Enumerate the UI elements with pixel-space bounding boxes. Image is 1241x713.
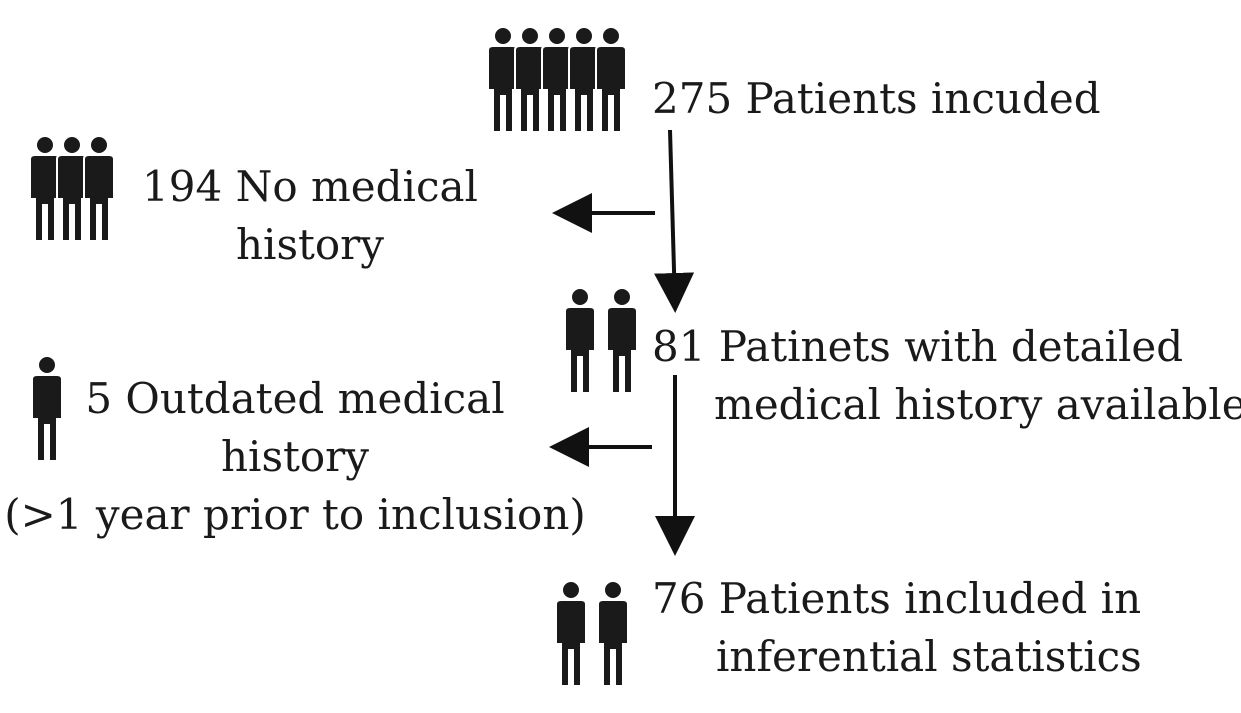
person-icon bbox=[31, 355, 63, 462]
person-group-icon bbox=[564, 287, 638, 394]
node-detailed-line2: medical history available bbox=[714, 380, 1241, 429]
node-no-history: 194 No medical history bbox=[120, 158, 500, 274]
node-no-history-line2: history bbox=[235, 220, 384, 269]
node-no-history-line1: 194 No medical bbox=[142, 162, 478, 211]
person-group-icon bbox=[555, 580, 629, 687]
node-outdated: 5 Outdated medical history (>1 year prio… bbox=[0, 370, 590, 544]
person-group-icon bbox=[29, 135, 115, 242]
node-outdated-line2: history bbox=[220, 432, 369, 481]
arrow-down-1 bbox=[654, 129, 695, 313]
node-detailed-line1: 81 Patinets with detailed bbox=[652, 322, 1184, 371]
node-detailed: 81 Patinets with detailed medical histor… bbox=[652, 318, 1241, 434]
node-outdated-line1: 5 Outdated medical bbox=[85, 374, 505, 423]
node-inferential-line1: 76 Patients included in bbox=[652, 574, 1142, 623]
node-included-label: 275 Patients incuded bbox=[652, 74, 1101, 123]
node-inferential-line2: inferential statistics bbox=[716, 632, 1142, 681]
person-group-icon bbox=[487, 26, 627, 133]
node-inferential: 76 Patients included in inferential stat… bbox=[652, 570, 1142, 686]
node-outdated-line3: (>1 year prior to inclusion) bbox=[4, 490, 586, 539]
